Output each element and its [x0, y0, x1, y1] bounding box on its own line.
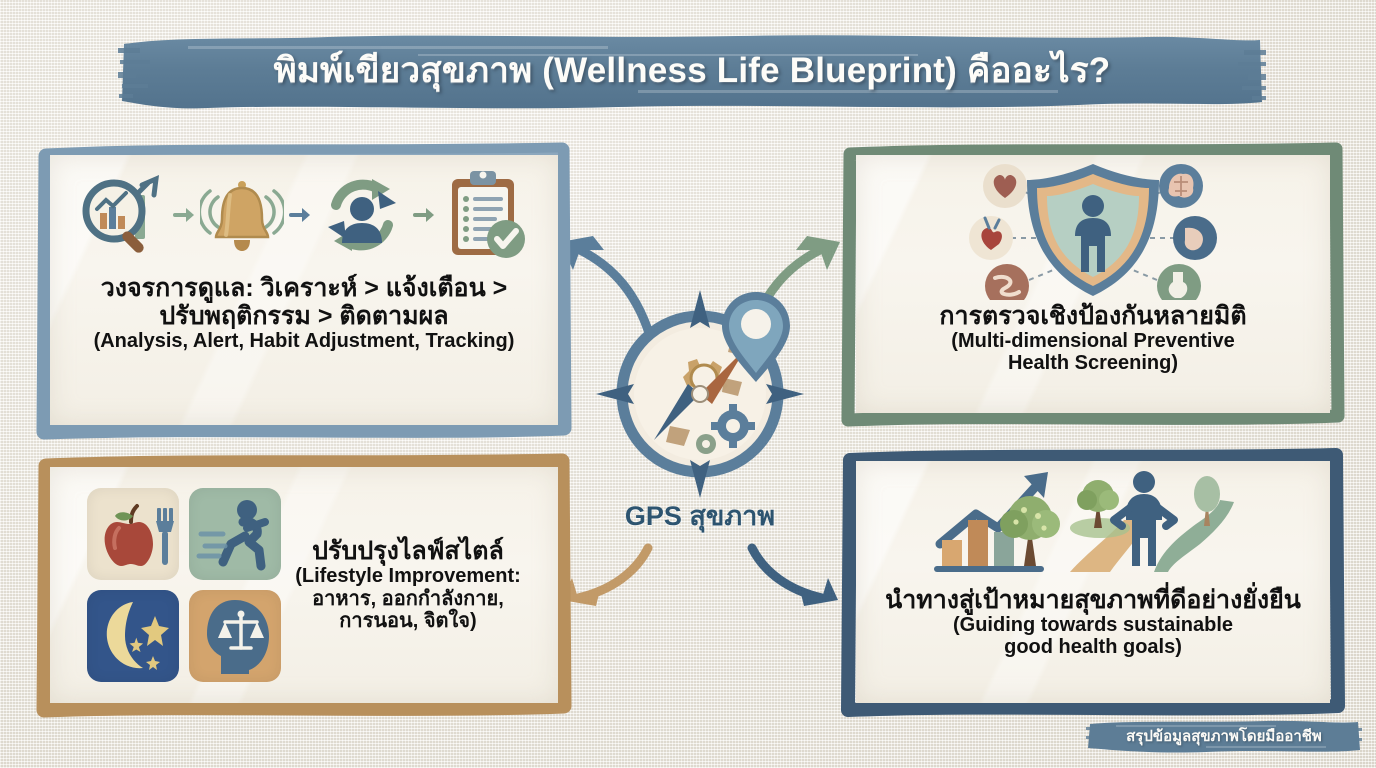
screening-english-line-1: (Multi-dimensional Preventive — [951, 330, 1235, 352]
bell-alert-icon — [200, 181, 284, 251]
goals-english-line-1: (Guiding towards sustainable — [952, 614, 1234, 636]
card-analysis[interactable]: วงจรการดูแล: วิเคราะห์ > แจ้งเตือน > ปรั… — [34, 140, 574, 440]
goals-card-text: นำทางสู่เป้าหมายสุขภาพที่ดีอย่างยั่งยืน … — [885, 586, 1301, 659]
tree-icon — [1000, 496, 1060, 566]
lifestyle-english-line-3: การนอน, จิตใจ) — [339, 610, 477, 633]
lifestyle-english-line-2: อาหาร, ออกกำลังกาย, — [312, 587, 504, 610]
moon-stars-icon — [87, 590, 180, 682]
compass-rose — [596, 290, 804, 498]
footer-badge: สรุปข้อมูลสุขภาพโดยมืออาชีพ — [1086, 716, 1362, 758]
footer-brush-stroke — [1086, 720, 1362, 753]
screening-card-text: การตรวจเชิงป้องกันหลายมิติ (Multi-dimens… — [939, 302, 1246, 375]
title-banner: พิมพ์เขียวสุขภาพ (Wellness Life Blueprin… — [118, 28, 1266, 116]
goals-illustration — [934, 471, 1234, 572]
location-pin-icon — [722, 292, 790, 382]
compass-gps-icon[interactable] — [588, 278, 812, 502]
tree-icon-2 — [1077, 480, 1119, 528]
title-brush-stroke — [118, 35, 1266, 109]
analysis-thai-line-2: ปรับพฤติกรรม > ติดตามผล — [159, 302, 449, 330]
goals-thai-line: นำทางสู่เป้าหมายสุขภาพที่ดีอย่างยั่งยืน — [885, 586, 1301, 614]
card-frame-lifestyle — [36, 453, 572, 718]
screening-english-line-2: Health Screening) — [1007, 352, 1179, 375]
person-cycle-icon — [328, 179, 396, 251]
analysis-card-text: วงจรการดูแล: วิเคราะห์ > แจ้งเตือน > ปรั… — [94, 274, 515, 352]
clipboard-check-icon — [452, 171, 525, 258]
goals-english-line-2: good health goals) — [1004, 636, 1182, 659]
lifestyle-english-line-1: (Lifestyle Improvement: — [295, 565, 521, 588]
shield-person-icon — [1027, 164, 1159, 296]
arrow-to-goals — [747, 543, 838, 606]
card-frame-screening — [841, 142, 1345, 427]
page-title: พิมพ์เขียวสุขภาพ (Wellness Life Blueprin… — [273, 51, 1111, 90]
arrow-right-icon-3 — [413, 208, 434, 222]
gps-label: GPS สุขภาพ — [624, 501, 776, 531]
arrow-to-lifestyle — [562, 543, 653, 606]
card-screening[interactable]: การตรวจเชิงป้องกันหลายมิติ (Multi-dimens… — [840, 140, 1346, 428]
lifestyle-thai-line: ปรับปรุงไลฟ์สไตล์ — [312, 537, 504, 566]
analysis-icon-row — [34, 162, 574, 268]
gear-icon-small — [696, 404, 755, 454]
apple-fork-icon — [87, 488, 180, 580]
compass-needle — [654, 348, 746, 440]
arrow-right-icon-1 — [173, 208, 194, 222]
person-path-icon — [1110, 471, 1178, 566]
screening-thai-line: การตรวจเชิงป้องกันหลายมิติ — [939, 302, 1247, 330]
arrow-right-icon-2 — [289, 208, 310, 222]
analysis-thai-line-1: วงจรการดูแล: วิเคราะห์ > แจ้งเตือน > — [100, 274, 508, 302]
magnifier-chart-icon — [82, 174, 160, 253]
card-lifestyle[interactable]: ปรับปรุงไลฟ์สไตล์ (Lifestyle Improvement… — [34, 452, 574, 718]
shield-screening-illustration — [969, 164, 1217, 300]
head-balance-icon — [189, 590, 282, 682]
tree-icon-3 — [1194, 476, 1220, 526]
runner-icon — [189, 488, 282, 580]
lifestyle-tile-grid — [87, 488, 282, 682]
footer-label: สรุปข้อมูลสุขภาพโดยมืออาชีพ — [1126, 728, 1322, 745]
card-goals[interactable]: นำทางสู่เป้าหมายสุขภาพที่ดีอย่างยั่งยืน … — [840, 446, 1346, 718]
lifestyle-card-text: ปรับปรุงไลฟ์สไตล์ (Lifestyle Improvement… — [295, 537, 521, 632]
card-frame-goals — [841, 448, 1345, 717]
analysis-english-line: (Analysis, Alert, Habit Adjustment, Trac… — [93, 330, 515, 352]
